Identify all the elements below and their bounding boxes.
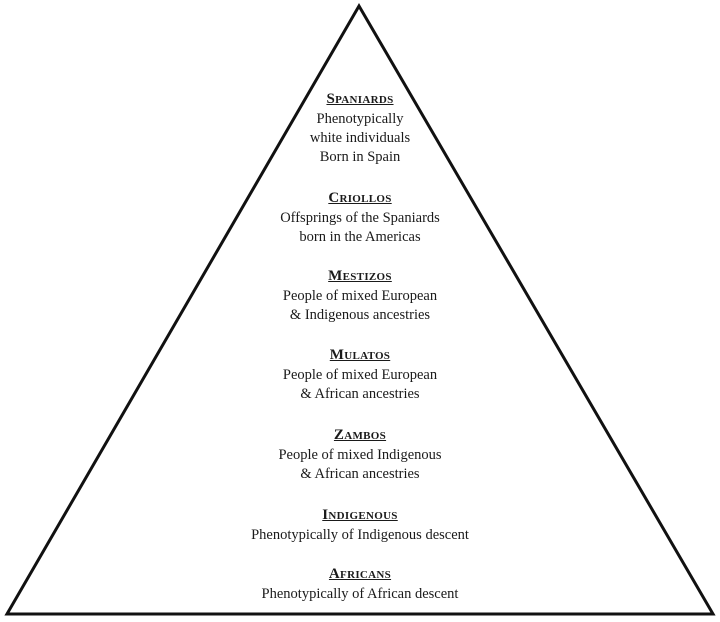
tier-zambos: Zambos People of mixed Indigenous & Afri… (0, 426, 720, 484)
tier-description-mestizos: People of mixed European & Indigenous an… (282, 288, 438, 323)
tier-title-mulatos: Mulatos (329, 347, 391, 363)
tier-spaniards: Spaniards Phenotypically white individua… (0, 90, 720, 167)
tier-title-criollos: Criollos (328, 190, 392, 206)
tier-title-africans: Africans (328, 566, 392, 582)
tier-title-zambos: Zambos (333, 427, 387, 443)
tier-description-africans: Phenotypically of African descent (261, 586, 459, 602)
tier-title-mestizos: Mestizos (328, 268, 392, 284)
pyramid-triangle (4, 3, 716, 616)
tier-description-spaniards: Phenotypically white individuals Born in… (309, 111, 411, 165)
tier-mestizos: Mestizos People of mixed European & Indi… (0, 267, 720, 325)
tier-description-zambos: People of mixed Indigenous & African anc… (278, 447, 442, 482)
tier-africans: Africans Phenotypically of African desce… (0, 565, 720, 604)
tier-title-spaniards: Spaniards (326, 91, 394, 107)
tier-title-indigenous: Indigenous (322, 507, 398, 523)
tier-mulatos: Mulatos People of mixed European & Afric… (0, 346, 720, 404)
tier-description-indigenous: Phenotypically of Indigenous descent (251, 527, 469, 543)
tier-criollos: Criollos Offsprings of the Spaniards bor… (0, 189, 720, 247)
tier-indigenous: Indigenous Phenotypically of Indigenous … (0, 506, 720, 545)
tier-description-criollos: Offsprings of the Spaniards born in the … (280, 210, 440, 245)
tier-description-mulatos: People of mixed European & African ances… (282, 367, 438, 402)
